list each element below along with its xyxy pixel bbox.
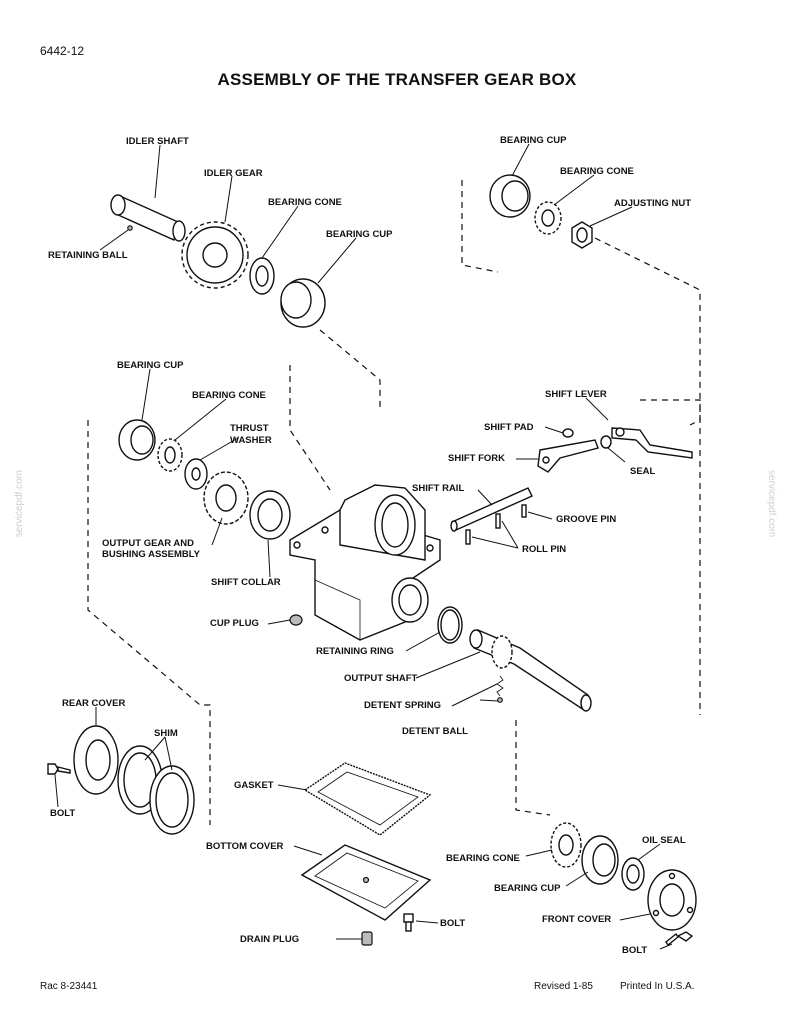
label-bearing-cup-2: BEARING CUP (500, 135, 567, 146)
thrust-washer (184, 458, 208, 490)
label-output-gear-2: BUSHING ASSEMBLY (102, 549, 201, 560)
label-bearing-cone-3: BEARING CONE (192, 390, 266, 401)
bearing-cone-2 (534, 201, 562, 235)
bearing-cup-1 (280, 278, 326, 328)
bolt-3 (665, 931, 694, 947)
shift-fork (537, 439, 599, 473)
label-bearing-cone-2: BEARING CONE (560, 166, 634, 177)
label-thrust-washer-1: THRUST (230, 423, 269, 434)
label-idler-gear: IDLER GEAR (204, 168, 263, 179)
output-gear (203, 471, 249, 525)
bearing-cup-2 (489, 174, 531, 218)
label-front-cover: FRONT COVER (542, 914, 611, 925)
shift-pad (562, 428, 574, 438)
label-detent-ball: DETENT BALL (402, 726, 468, 737)
idler-shaft (110, 194, 186, 242)
label-retaining-ball: RETAINING BALL (48, 250, 128, 261)
label-bearing-cup-4: BEARING CUP (494, 883, 561, 894)
shift-collar (249, 490, 291, 540)
label-bearing-cup-3: BEARING CUP (117, 360, 184, 371)
label-shift-lever: SHIFT LEVER (545, 389, 607, 400)
cup-plug (289, 614, 303, 626)
footer-printed: Printed In U.S.A. (620, 981, 695, 992)
label-shift-fork: SHIFT FORK (448, 453, 505, 464)
label-thrust-washer-2: WASHER (230, 435, 272, 446)
label-seal: SEAL (630, 466, 656, 477)
bearing-cup-4 (581, 835, 619, 885)
roll-pin (465, 513, 501, 545)
gear-box-housing (289, 484, 441, 641)
shift-lever (611, 427, 693, 459)
label-bolt-1: BOLT (50, 808, 75, 819)
label-adjusting-nut: ADJUSTING NUT (614, 198, 691, 209)
front-cover (647, 869, 697, 931)
label-bearing-cone-1: BEARING CONE (268, 197, 342, 208)
groove-pin (521, 504, 527, 518)
seal (600, 435, 612, 449)
bearing-cone-4 (550, 822, 582, 868)
bearing-cup-3 (118, 419, 156, 461)
bearing-cone-3 (157, 438, 183, 472)
footer-ref: Rac 8-23441 (40, 981, 98, 992)
label-output-gear-1: OUTPUT GEAR AND (102, 538, 194, 549)
label-bolt-2: BOLT (440, 918, 465, 929)
label-shim: SHIM (154, 728, 178, 739)
leader-lines (54, 143, 673, 950)
rear-cover (73, 725, 119, 795)
label-cup-plug: CUP PLUG (210, 618, 259, 629)
assembly-guide-lines (87, 180, 701, 825)
label-bottom-cover: BOTTOM COVER (206, 841, 284, 852)
output-shaft (469, 629, 592, 712)
shim (117, 745, 195, 835)
label-bolt-3: BOLT (622, 945, 647, 956)
label-shift-collar: SHIFT COLLAR (211, 577, 281, 588)
detent-spring (496, 675, 504, 703)
drain-plug (361, 931, 373, 946)
part-labels: IDLER SHAFT IDLER GEAR BEARING CONE BEAR… (48, 135, 691, 956)
idler-gear (181, 221, 249, 289)
label-roll-pin: ROLL PIN (522, 544, 566, 555)
label-bearing-cone-4: BEARING CONE (446, 853, 520, 864)
label-oil-seal: OIL SEAL (642, 835, 686, 846)
bolt-2 (403, 913, 414, 932)
label-rear-cover: REAR COVER (62, 698, 125, 709)
label-groove-pin: GROOVE PIN (556, 514, 616, 525)
label-drain-plug: DRAIN PLUG (240, 934, 299, 945)
adjusting-nut (571, 221, 593, 249)
label-output-shaft: OUTPUT SHAFT (344, 673, 418, 684)
label-shift-pad: SHIFT PAD (484, 422, 534, 433)
label-gasket: GASKET (234, 780, 274, 791)
gasket (303, 762, 432, 836)
shift-rail (450, 487, 533, 532)
label-bearing-cup-1: BEARING CUP (326, 229, 393, 240)
page-number: 6442-12 (40, 44, 85, 58)
watermark-right: servicepdf.com (766, 470, 777, 538)
retaining-ring (437, 606, 463, 644)
bearing-cone-1 (249, 257, 275, 295)
oil-seal (621, 857, 645, 891)
label-detent-spring: DETENT SPRING (364, 700, 441, 711)
label-shift-rail: SHIFT RAIL (412, 483, 464, 494)
label-idler-shaft: IDLER SHAFT (126, 136, 189, 147)
label-retaining-ring: RETAINING RING (316, 646, 394, 657)
page-title: ASSEMBLY OF THE TRANSFER GEAR BOX (217, 70, 577, 89)
footer-revised: Revised 1-85 (534, 981, 593, 992)
bottom-cover (300, 844, 432, 921)
bolt-1 (47, 763, 71, 775)
